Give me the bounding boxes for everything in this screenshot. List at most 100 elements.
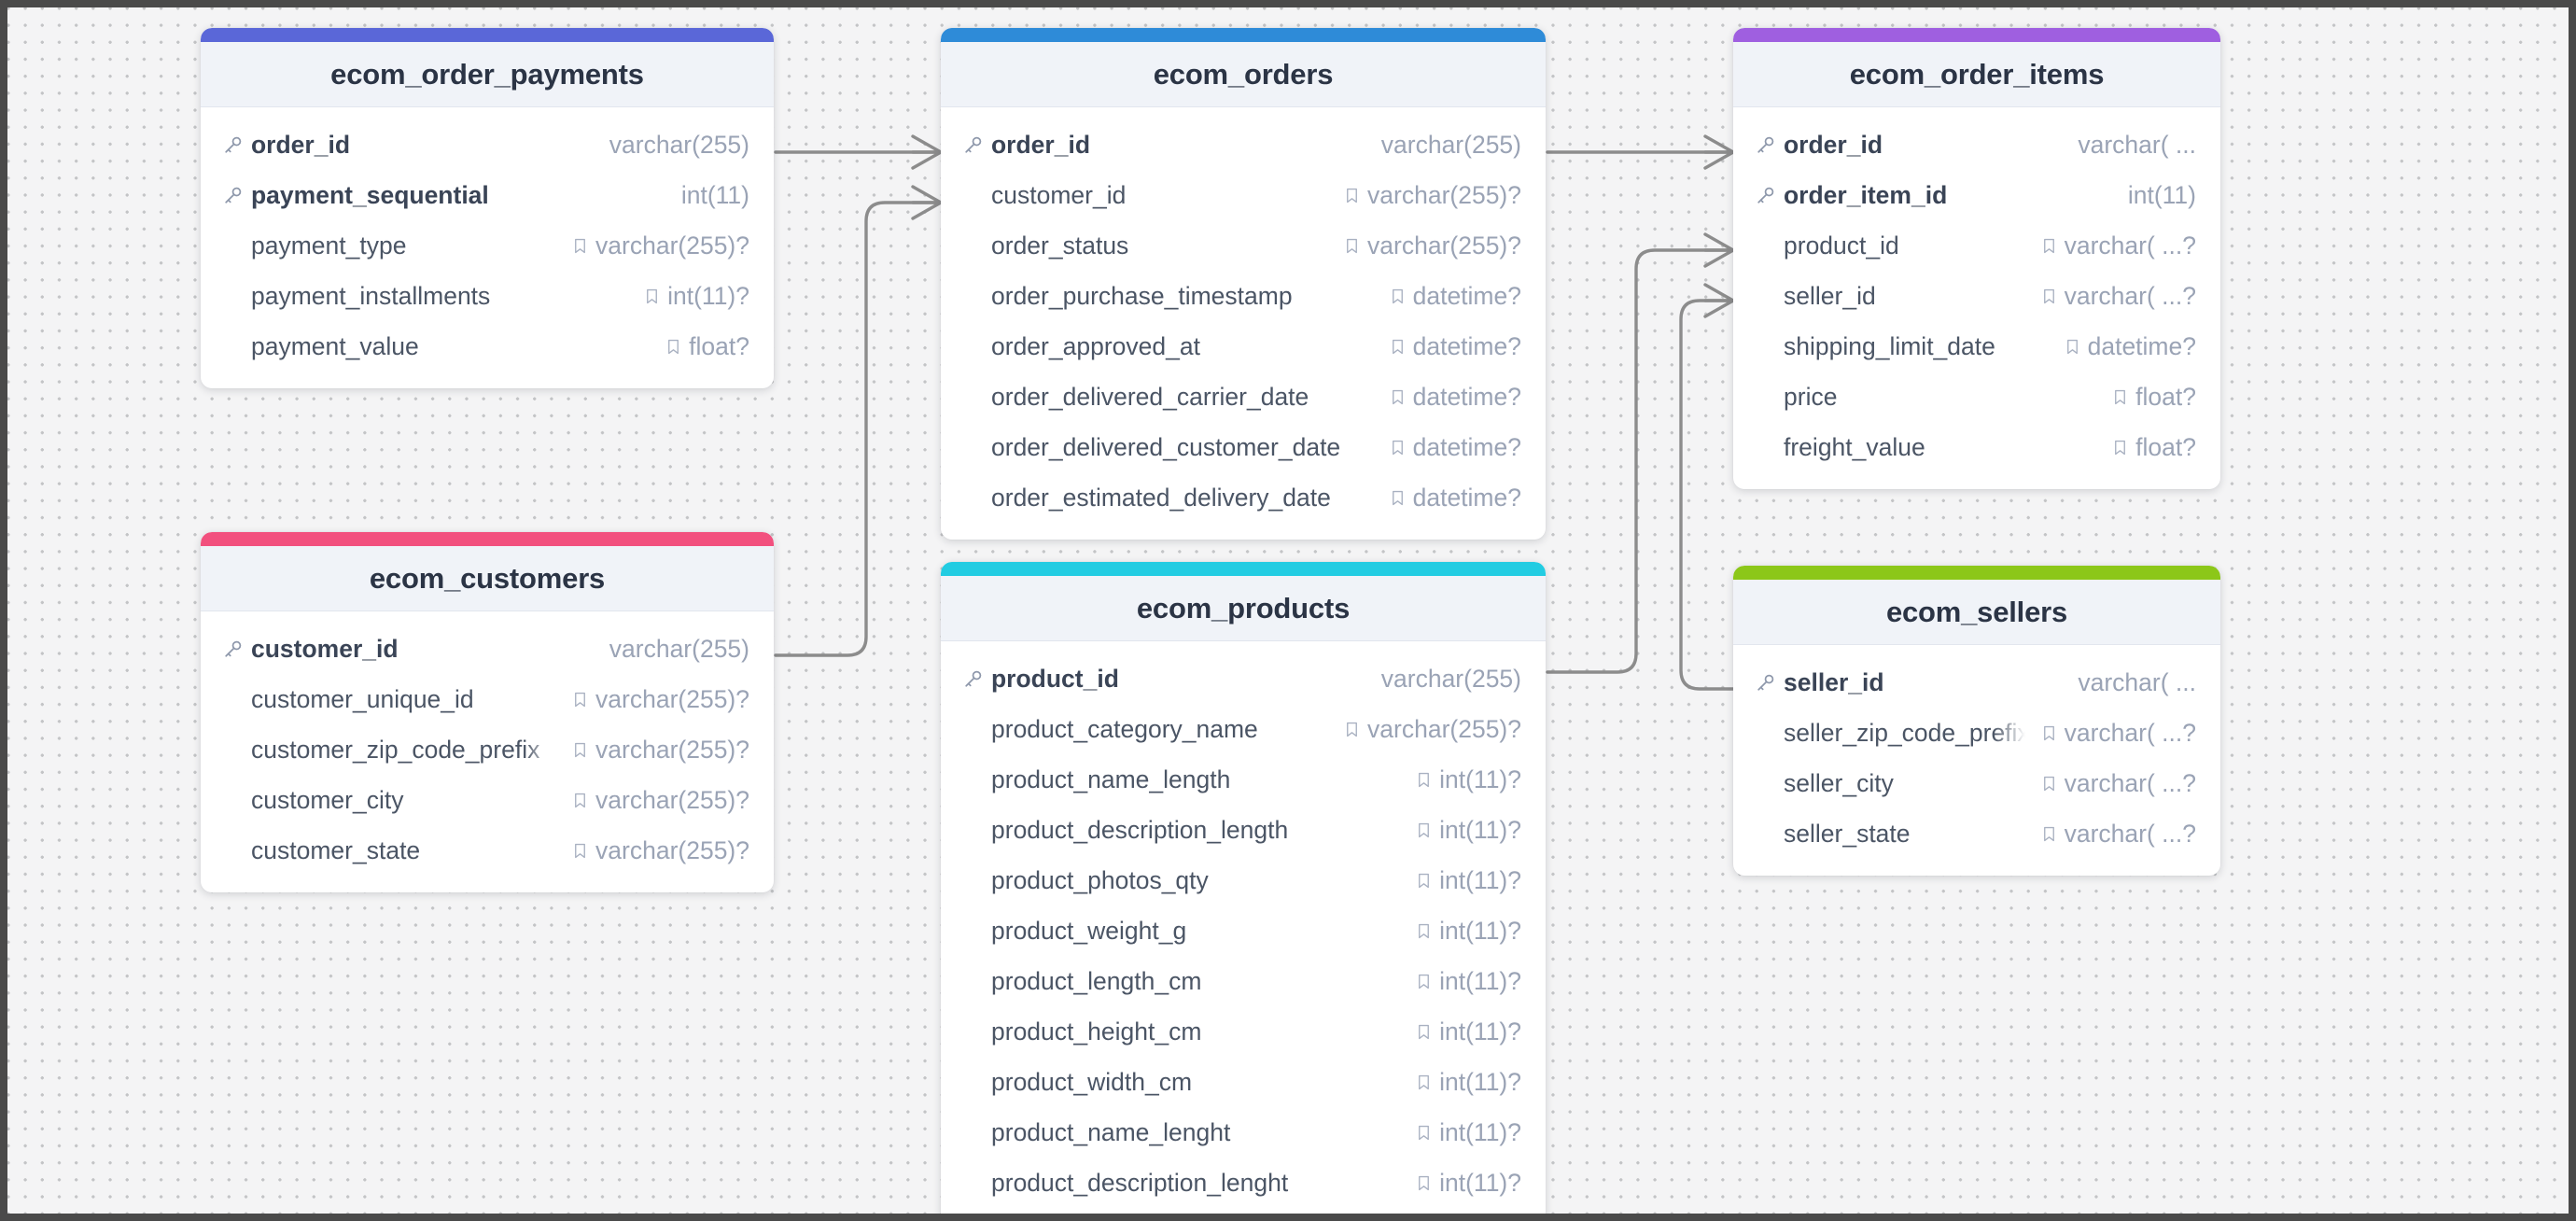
- bookmark-icon: [1343, 187, 1361, 204]
- column-type: float?: [2111, 433, 2196, 462]
- column-type-text: int(11)?: [1439, 865, 1521, 894]
- table-header[interactable]: ecom_orders: [941, 42, 1546, 107]
- crowfoot-order-items-order-id: [1703, 134, 1735, 170]
- key-icon: [223, 134, 251, 155]
- column-type: varchar( ...?: [2040, 719, 2196, 748]
- key-icon: [963, 668, 991, 689]
- bookmark-icon: [1415, 1074, 1433, 1091]
- column-type-text: varchar(255)?: [595, 785, 749, 814]
- bookmark-icon: [1415, 1174, 1433, 1192]
- column-row[interactable]: order_id varchar(255): [201, 119, 774, 170]
- key-icon: [223, 185, 251, 205]
- column-type-text: int(11)?: [1439, 815, 1521, 844]
- column-name: customer_id: [251, 634, 399, 663]
- column-type: int(11)?: [1415, 1068, 1521, 1097]
- column-type-text: int(11)?: [1439, 1168, 1521, 1197]
- table-card-ecom_order_payments[interactable]: ecom_order_payments order_id varchar(255) p…: [201, 28, 774, 388]
- crowfoot-orders-customer-id: [911, 185, 943, 220]
- table-header[interactable]: ecom_products: [941, 576, 1546, 641]
- column-type: varchar( ...: [2078, 131, 2196, 160]
- column-name: product_width_cm: [991, 1067, 1193, 1096]
- bookmark-icon: [1415, 973, 1433, 990]
- bookmark-icon: [571, 237, 589, 255]
- table-header[interactable]: ecom_sellers: [1733, 580, 2220, 645]
- bookmark-icon: [571, 741, 589, 759]
- relationship-sellers-order-items: [1679, 299, 1735, 691]
- column-type-text: int(11)?: [1439, 765, 1521, 793]
- column-name: order_id: [251, 130, 351, 159]
- table-header[interactable]: ecom_order_payments: [201, 42, 774, 107]
- column-type-text: varchar(255): [609, 130, 749, 159]
- column-name: customer_state: [251, 835, 421, 864]
- column-name: product_weight_g: [991, 916, 1187, 945]
- column-name: shipping_limit_date: [1784, 331, 1995, 360]
- column-type-text: varchar( ...: [2078, 667, 2196, 696]
- column-type-text: datetime?: [1412, 432, 1521, 461]
- column-type: datetime?: [2064, 332, 2196, 361]
- column-name: product_id: [991, 664, 1119, 693]
- column-row[interactable]: product_id varchar(255): [941, 653, 1546, 704]
- column-type-text: varchar( ...?: [2064, 281, 2196, 310]
- table-header[interactable]: ecom_customers: [201, 546, 774, 611]
- column-name: order_approved_at: [991, 331, 1200, 360]
- column-row[interactable]: shipping_limit_date datetime?: [1733, 321, 2220, 372]
- column-type: varchar(255)?: [571, 232, 749, 260]
- bookmark-icon: [643, 288, 661, 305]
- column-name: product_name_length: [991, 765, 1231, 793]
- table-columns: product_id varchar(255) product_category_n…: [941, 641, 1546, 1214]
- column-type-text: varchar( ...?: [2064, 231, 2196, 260]
- column-row[interactable]: product_name_length int(11)?: [941, 754, 1546, 805]
- column-name: product_description_lenght: [991, 1168, 1289, 1197]
- column-type-text: int(11)?: [1439, 1017, 1521, 1046]
- column-row[interactable]: product_width_cm int(11)?: [941, 1057, 1546, 1107]
- column-row[interactable]: product_description_lenght int(11)?: [941, 1158, 1546, 1208]
- table-title: ecom_orders: [1153, 57, 1334, 91]
- bookmark-icon: [1389, 288, 1407, 305]
- column-type-text: varchar(255)?: [1367, 180, 1521, 209]
- table-header[interactable]: ecom_order_items: [1733, 42, 2220, 107]
- column-type-text: varchar(255): [1380, 664, 1521, 693]
